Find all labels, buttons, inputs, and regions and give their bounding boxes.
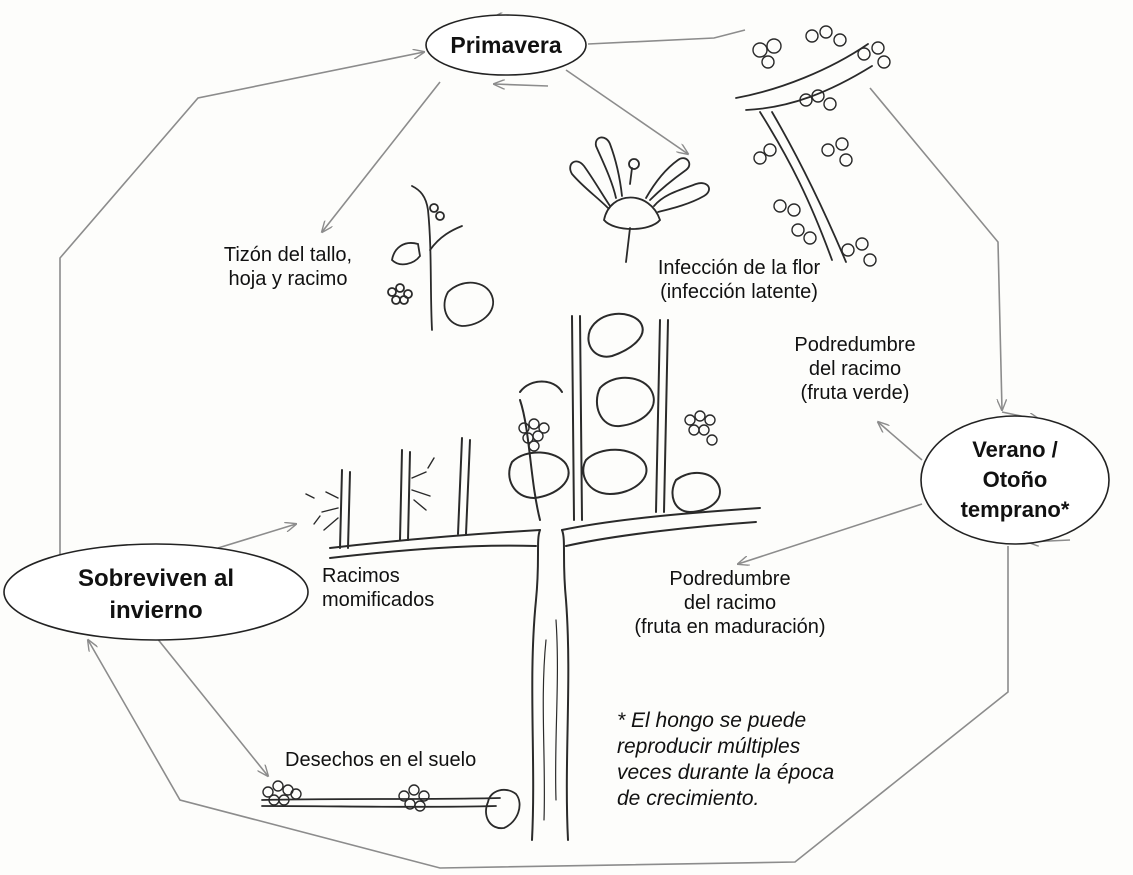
cycle-arrow-spring-return xyxy=(494,84,548,86)
ripe-rot-line2: del racimo xyxy=(610,591,850,615)
arrow-spring-to-flower xyxy=(566,70,688,154)
green-fruit-rot-label: Podredumbre del racimo (fruta verde) xyxy=(770,333,940,405)
ripe-rot-line3: (fruta en maduración) xyxy=(610,615,850,639)
cycle-arrow-spring-to-summer xyxy=(588,30,745,44)
arrow-summer-to-ripe-rot xyxy=(738,504,922,564)
flower-infection-label: Infección de la flor (infección latente) xyxy=(630,256,848,304)
ground-debris-text: Desechos en el suelo xyxy=(285,749,476,771)
arrow-winter-to-debris xyxy=(152,632,268,776)
footnote-line1: * El hongo se puede xyxy=(617,708,887,734)
footnote-line2: reproducir múltiples xyxy=(617,734,887,760)
summer-text-line2: Otoño xyxy=(925,465,1105,495)
green-rot-line3: (fruta verde) xyxy=(770,381,940,405)
footnote-line4: de crecimiento. xyxy=(617,786,887,812)
winter-text-line1: Sobreviven al xyxy=(26,563,286,595)
cycle-connectors xyxy=(60,16,1070,868)
arrow-summer-to-green-rot xyxy=(878,422,922,460)
stem-blight-label: Tizón del tallo, hoja y racimo xyxy=(196,243,380,291)
mummies-line1: Racimos xyxy=(322,564,482,588)
stem-blight-line2: hoja y racimo xyxy=(196,267,380,291)
summer-text-line3: temprano* xyxy=(925,495,1105,525)
spring-text: Primavera xyxy=(450,32,561,58)
arrow-winter-to-mummies xyxy=(218,524,296,548)
ripe-rot-line1: Podredumbre xyxy=(610,567,850,591)
stage-spring-label: Primavera xyxy=(436,30,576,60)
cycle-arrow-winter-to-spring xyxy=(60,52,424,560)
stem-blight-line1: Tizón del tallo, xyxy=(196,243,380,267)
ground-debris-label: Desechos en el suelo xyxy=(285,748,525,772)
green-rot-line1: Podredumbre xyxy=(770,333,940,357)
ground-debris-sketch xyxy=(262,781,520,828)
green-rot-line2: del racimo xyxy=(770,357,940,381)
flower-sketch xyxy=(570,137,709,262)
stage-winter-label: Sobreviven al invierno xyxy=(26,563,286,627)
stage-summer-label: Verano / Otoño temprano* xyxy=(925,435,1105,525)
footnote: * El hongo se puede reproducir múltiples… xyxy=(617,708,887,812)
stem-blight-sketch xyxy=(388,186,493,330)
mummies-line2: momificados xyxy=(322,588,482,612)
flower-cluster-sketch xyxy=(736,26,890,266)
footnote-line3: veces durante la época xyxy=(617,760,887,786)
arrow-spring-to-blight xyxy=(322,82,440,232)
flower-infection-line2: (infección latente) xyxy=(630,280,848,304)
mummified-clusters-label: Racimos momificados xyxy=(322,564,482,612)
summer-text-line1: Verano / xyxy=(925,435,1105,465)
ripening-fruit-rot-label: Podredumbre del racimo (fruta en madurac… xyxy=(610,567,850,639)
flower-infection-line1: Infección de la flor xyxy=(630,256,848,280)
winter-text-line2: invierno xyxy=(26,595,286,627)
